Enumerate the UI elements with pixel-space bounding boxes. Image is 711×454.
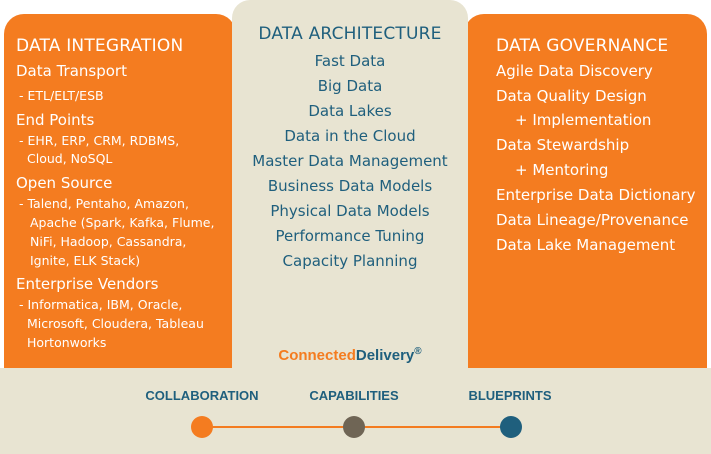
open-source-detail-2: Apache (Spark, Kafka, Flume, [30, 215, 215, 230]
governance-item-2-sub: + Implementation [515, 111, 652, 129]
data-architecture-panel [232, 0, 468, 380]
open-source-detail-1: - Talend, Pentaho, Amazon, [19, 196, 189, 211]
data-integration-panel [4, 14, 236, 368]
architecture-item: Data Lakes [308, 102, 392, 120]
governance-item-3: Data Stewardship [496, 136, 630, 154]
logo-connected: Connected [278, 347, 356, 364]
logo-delivery: Delivery [355, 347, 415, 364]
architecture-item: Big Data [317, 77, 383, 95]
architecture-item: Physical Data Models [270, 202, 430, 220]
governance-item-2: Data Quality Design [496, 87, 647, 105]
governance-item-4: Enterprise Data Dictionary [496, 186, 696, 204]
connected-delivery-logo: ConnectedDelivery® [232, 346, 468, 364]
end-points-detail-2: Cloud, NoSQL [27, 151, 113, 166]
step-label-blueprints: BLUEPRINTS [468, 388, 552, 403]
governance-item-1: Agile Data Discovery [496, 62, 653, 80]
data-governance-panel [464, 14, 707, 368]
open-source-detail-4: Ignite, ELK Stack) [30, 253, 141, 268]
open-source-label: Open Source [16, 174, 113, 192]
data-governance-heading: DATA GOVERNANCE [496, 36, 669, 56]
enterprise-vendors-label: Enterprise Vendors [16, 275, 159, 293]
step-label-collaboration: COLLABORATION [145, 388, 259, 403]
step-dot-capabilities [343, 416, 365, 438]
architecture-item: Performance Tuning [275, 227, 425, 245]
vendors-detail-3: Hortonworks [27, 335, 107, 350]
data-integration-heading: DATA INTEGRATION [16, 36, 184, 56]
data-transport-detail: - ETL/ELT/ESB [19, 88, 104, 103]
architecture-item: Capacity Planning [282, 252, 418, 270]
open-source-detail-3: NiFi, Hadoop, Cassandra, [30, 234, 187, 249]
governance-item-5: Data Lineage/Provenance [496, 211, 689, 229]
governance-item-3-sub: + Mentoring [515, 161, 609, 179]
governance-item-6: Data Lake Management [496, 236, 676, 254]
architecture-item: Master Data Management [252, 152, 448, 170]
registered-mark: ® [414, 346, 422, 357]
end-points-detail-1: - EHR, ERP, CRM, RDBMS, [19, 133, 180, 148]
step-label-capabilities: CAPABILITIES [309, 388, 399, 403]
data-architecture-heading: DATA ARCHITECTURE [258, 24, 442, 44]
architecture-item: Fast Data [314, 52, 386, 70]
bottom-band [0, 368, 711, 454]
step-dot-collaboration [191, 416, 213, 438]
end-points-label: End Points [16, 111, 95, 129]
data-transport-label: Data Transport [16, 62, 127, 80]
architecture-item: Data in the Cloud [284, 127, 416, 145]
architecture-item: Business Data Models [267, 177, 433, 195]
vendors-detail-1: - Informatica, IBM, Oracle, [19, 297, 183, 312]
vendors-detail-2: Microsoft, Cloudera, Tableau [27, 316, 204, 331]
step-dot-blueprints [500, 416, 522, 438]
